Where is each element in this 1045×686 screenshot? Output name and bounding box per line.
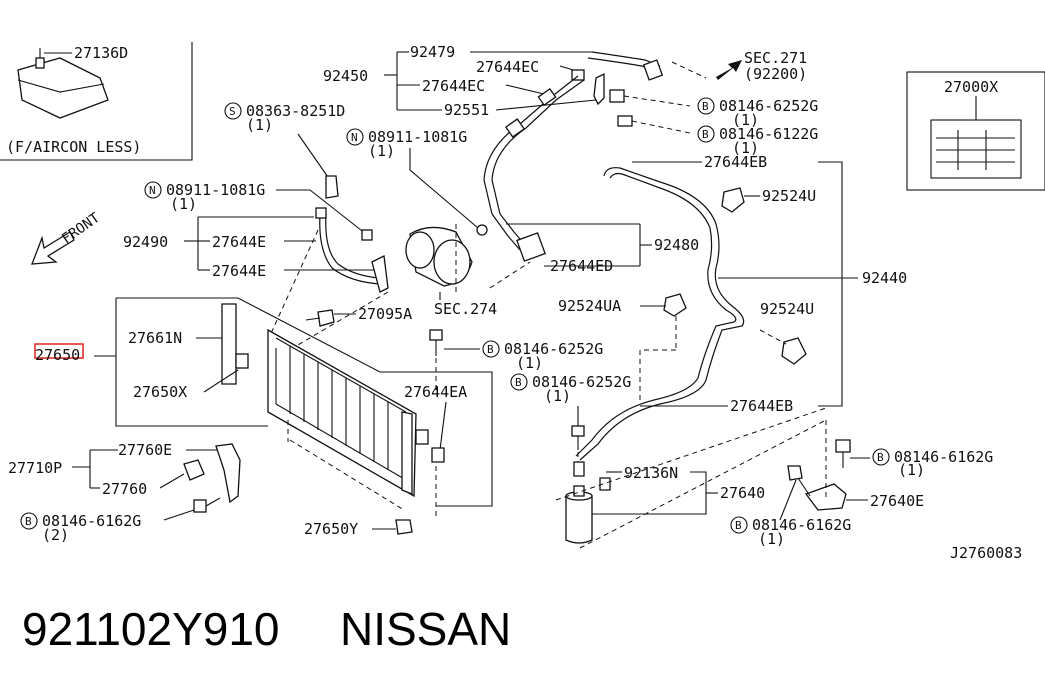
part-92440[interactable]: 92440 — [862, 269, 907, 287]
right-pipe-92440: 27644EB 92440 27644EB 92524U 92524U 9252… — [558, 153, 907, 461]
inset-aircon-less: 27136D (F/AIRCON LESS) — [0, 42, 193, 161]
part-92450[interactable]: 92450 — [323, 67, 368, 85]
front-label: FRONT — [59, 210, 103, 248]
svg-text:N: N — [351, 131, 358, 144]
part-27644eb-low[interactable]: 27644EB — [730, 397, 793, 415]
part-27760e[interactable]: 27760E — [118, 441, 172, 459]
part-27640e[interactable]: 27640E — [870, 492, 924, 510]
svg-text:N: N — [149, 184, 156, 197]
svg-text:B: B — [702, 100, 709, 113]
part-92524ua[interactable]: 92524UA — [558, 297, 621, 315]
part-92524u-a[interactable]: 92524U — [762, 187, 816, 205]
bolt-qty: (1) — [170, 195, 197, 213]
receiver-drier-27640: 92136N 27640 — [555, 407, 827, 549]
part-92524u-b[interactable]: 92524U — [760, 300, 814, 318]
inset-part-label[interactable]: 27136D — [74, 44, 128, 62]
bolt-08911-1081g-upper: N 08911-1081G (1) — [346, 128, 479, 229]
part-27644eb-top[interactable]: 27644EB — [704, 153, 767, 171]
bolt-qty: (1) — [732, 139, 759, 157]
part-27644ed[interactable]: 27644ED — [550, 257, 613, 275]
svg-text:B: B — [487, 343, 494, 356]
part-92551[interactable]: 92551 — [444, 101, 489, 119]
bolt-code[interactable]: 08146-6162G — [894, 448, 993, 466]
part-27644e-a[interactable]: 27644E — [212, 233, 266, 251]
bolt-code[interactable]: 08911-1081G — [166, 181, 265, 199]
bolt-code[interactable]: 08146-6162G — [752, 516, 851, 534]
bolt-code[interactable]: 08146-6252G — [719, 97, 818, 115]
group-92480: 92480 27644ED SEC.274 — [405, 213, 699, 318]
upper-pipe-assembly — [483, 51, 691, 215]
condenser-mesh — [289, 346, 389, 470]
sec274-label[interactable]: SEC.274 — [434, 300, 497, 318]
bolt-qty: (1) — [246, 116, 273, 134]
bolt-code[interactable]: 08146-6162G — [42, 512, 141, 530]
svg-text:B: B — [877, 451, 884, 464]
group-92450: 92450 92479 27644EC 27644EC 92551 — [323, 43, 597, 119]
part-group-27650y: 27650Y — [304, 519, 413, 538]
part-27650x[interactable]: 27650X — [133, 383, 187, 401]
part-92479[interactable]: 92479 — [410, 43, 455, 61]
bolt-08911-1081g-left: N 08911-1081G (1) — [144, 181, 373, 241]
part-27640[interactable]: 27640 — [720, 484, 765, 502]
part-27661n[interactable]: 27661N — [128, 329, 182, 347]
bolt-08146-6252g-top: B 08146-6252G (1) — [697, 97, 818, 129]
bolt-code[interactable]: 08146-6252G — [532, 373, 631, 391]
label-box-part[interactable]: 27000X — [944, 78, 998, 96]
sec271-ref: SEC.271 (92200) — [671, 49, 807, 83]
svg-text:S: S — [229, 105, 236, 118]
bolt-08146-6252g-mid: B 08146-6252G (1) — [429, 329, 603, 392]
bolt-08146-6252g-low: B 08146-6252G (1) — [510, 373, 631, 470]
bolt-qty: (1) — [732, 111, 759, 129]
part-27644ea[interactable]: 27644EA — [404, 383, 467, 401]
part-27710p[interactable]: 27710P — [8, 459, 62, 477]
part-27095a[interactable]: 27095A — [358, 305, 412, 323]
bolt-27095a: 27095A — [305, 305, 412, 327]
svg-text:B: B — [735, 519, 742, 532]
inset-note: (F/AIRCON LESS) — [6, 138, 141, 156]
bolt-qty: (2) — [42, 526, 69, 544]
brand-name: NISSAN — [340, 603, 511, 655]
bolt-qty: (1) — [368, 142, 395, 160]
part-27760[interactable]: 27760 — [102, 480, 147, 498]
part-27644ec-b[interactable]: 27644EC — [422, 77, 485, 95]
bolt-08363-8251d: S 08363-8251D (1) — [224, 102, 345, 199]
bolt-qty: (1) — [516, 354, 543, 372]
label-box-27000x: 27000X — [906, 71, 1045, 191]
bolt-code[interactable]: 08146-6252G — [504, 340, 603, 358]
bolt-qty: (1) — [758, 530, 785, 548]
bolt-code[interactable]: 08911-1081G — [368, 128, 467, 146]
svg-text:B: B — [25, 515, 32, 528]
part-92490[interactable]: 92490 — [123, 233, 168, 251]
bolt-qty: (1) — [898, 461, 925, 479]
part-27644ec-a[interactable]: 27644EC — [476, 58, 539, 76]
diagram-code: J2760083 — [950, 544, 1022, 562]
part-27650[interactable]: 27650 — [35, 346, 80, 364]
condenser-group: 27650 27661N 27650X 27644EA — [34, 297, 493, 516]
part-27644e-b[interactable]: 27644E — [212, 262, 266, 280]
sec271-label[interactable]: SEC.271 — [744, 49, 807, 67]
bolt-code[interactable]: 08146-6122G — [719, 125, 818, 143]
part-92136n[interactable]: 92136N — [624, 464, 678, 482]
svg-text:B: B — [702, 128, 709, 141]
front-direction: FRONT — [31, 210, 103, 265]
svg-text:B: B — [515, 376, 522, 389]
bolt-code[interactable]: 08363-8251D — [246, 102, 345, 120]
bolt-qty: (1) — [544, 387, 571, 405]
sec271-ref-label: (92200) — [744, 65, 807, 83]
part-92480[interactable]: 92480 — [654, 236, 699, 254]
part-27650y[interactable]: 27650Y — [304, 520, 358, 538]
group-92490: 92490 27644E 27644E — [123, 207, 389, 353]
bolt-08146-6122g: B 08146-6122G (1) — [697, 125, 818, 157]
bracket-27640e: 27640E B 08146-6162G (1) B 08146-6162G (… — [730, 420, 993, 548]
part-number-title: 921102Y910 — [22, 603, 280, 655]
group-27710p: 27710P 27760E 27760 B 08146-6162G (2) — [8, 441, 241, 544]
